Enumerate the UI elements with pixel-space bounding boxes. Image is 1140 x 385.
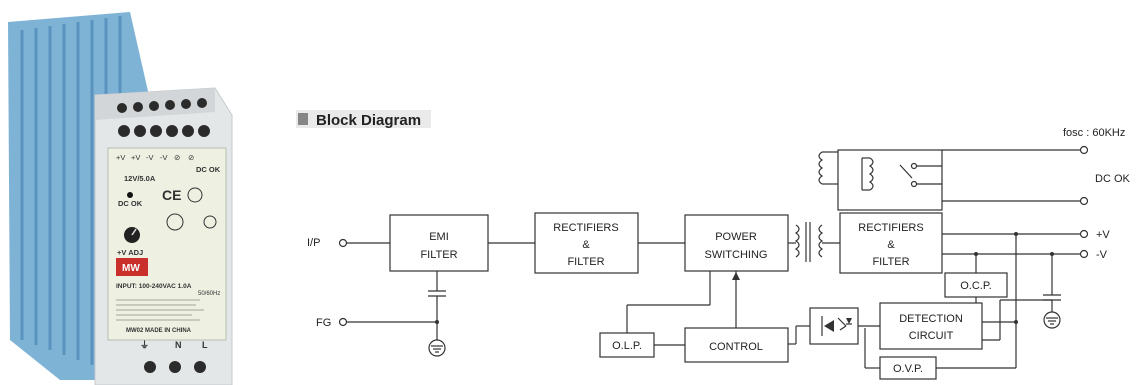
emi-filter-block — [389, 214, 489, 272]
output-rectifier-label-1: RECTIFIERS — [858, 222, 923, 234]
ul-mark-icon — [166, 213, 184, 231]
fg-terminal — [338, 317, 348, 327]
aux-transformer-icon — [818, 151, 838, 185]
plus-v-label: +V — [1096, 229, 1110, 241]
control-label: CONTROL — [709, 341, 763, 353]
dc-ok-terminal-1 — [1079, 145, 1089, 155]
dc-ok-terminal-label: DC OK — [196, 165, 221, 174]
top-terminal-screws — [117, 98, 210, 137]
control-block — [684, 327, 789, 363]
dc-ok-led-label: DC OK — [118, 199, 143, 208]
main-transformer-icon — [794, 222, 824, 262]
terminal-label-1: +V — [116, 153, 125, 162]
input-rectifier-block — [534, 212, 639, 274]
dc-ok-relay-block — [837, 149, 943, 211]
block-diagram: Block Diagram I/P FG EMI FILTER RECTIFIE… — [296, 110, 1131, 380]
dc-ok-label: DC OK — [1095, 173, 1131, 185]
input-rectifier-label-1: RECTIFIERS — [553, 222, 618, 234]
power-switching-label-2: SWITCHING — [705, 249, 768, 261]
terminal-label-6: ⊘ — [188, 153, 194, 162]
relay-contact-icon — [899, 164, 913, 179]
output-ground-icon — [1043, 311, 1061, 329]
certification-icon — [187, 187, 203, 203]
fg-ground-icon — [428, 339, 446, 357]
made-in-label: MW02 MADE IN CHINA — [126, 328, 192, 334]
earth-terminal-label: ⏚ — [140, 340, 149, 350]
approval-mark-icon — [203, 215, 217, 229]
line-terminal-label: L — [202, 340, 208, 350]
terminal-label-5: ⊘ — [174, 153, 180, 162]
ocp-label: O.C.P. — [960, 280, 992, 292]
output-rectifier-label-2: & — [887, 239, 895, 251]
dc-ok-terminal-2 — [1079, 196, 1089, 206]
terminal-label-3: -V — [146, 153, 154, 162]
neutral-terminal-label: N — [175, 340, 182, 350]
emi-filter-label-2: FILTER — [420, 249, 457, 261]
relay-coil-icon — [868, 157, 874, 191]
ovp-label: O.V.P. — [893, 363, 923, 375]
bottom-terminal-screws — [144, 361, 206, 373]
output-rectifier-block — [839, 212, 943, 274]
input-rectifier-label-2: & — [582, 239, 590, 251]
input-rectifier-label-3: FILTER — [567, 256, 604, 268]
detection-circuit-label-1: DETECTION — [899, 313, 963, 325]
brand-logo-text: MW — [122, 263, 140, 274]
power-switching-label-1: POWER — [715, 231, 757, 243]
input-rating: INPUT: 100-240VAC 1.0A — [116, 283, 192, 290]
brand-logo — [116, 258, 148, 276]
diagram-title: Block Diagram — [316, 112, 421, 129]
output-rectifier-label-3: FILTER — [872, 256, 909, 268]
olp-block — [599, 332, 655, 358]
input-label: I/P — [307, 237, 320, 249]
detection-circuit-label-2: CIRCUIT — [909, 330, 954, 342]
terminal-label-4: -V — [160, 153, 168, 162]
adj-label: +V ADJ — [117, 248, 143, 257]
model-rating: 12V/5.0A — [124, 174, 156, 183]
fosc-label: fosc : 60KHz — [1063, 127, 1125, 139]
detection-circuit-block — [879, 302, 983, 350]
terminal-label-2: +V — [131, 153, 140, 162]
dc-ok-led-icon — [127, 192, 133, 198]
din-rail-power-supply-image: +V +V -V -V ⊘ ⊘ DC OK 12V/5.0A DC OK +V … — [8, 12, 233, 385]
plus-v-terminal — [1079, 229, 1089, 239]
emi-filter-label-1: EMI — [429, 231, 449, 243]
fg-label: FG — [316, 317, 331, 329]
input-frequency: 50/60Hz — [198, 291, 220, 297]
ce-mark-icon: CE — [162, 187, 181, 203]
label-panel — [107, 147, 227, 341]
power-switching-block — [684, 214, 789, 272]
minus-v-terminal — [1079, 249, 1089, 259]
input-terminal — [338, 238, 348, 248]
olp-label: O.L.P. — [612, 340, 642, 352]
minus-v-label: -V — [1096, 249, 1108, 261]
